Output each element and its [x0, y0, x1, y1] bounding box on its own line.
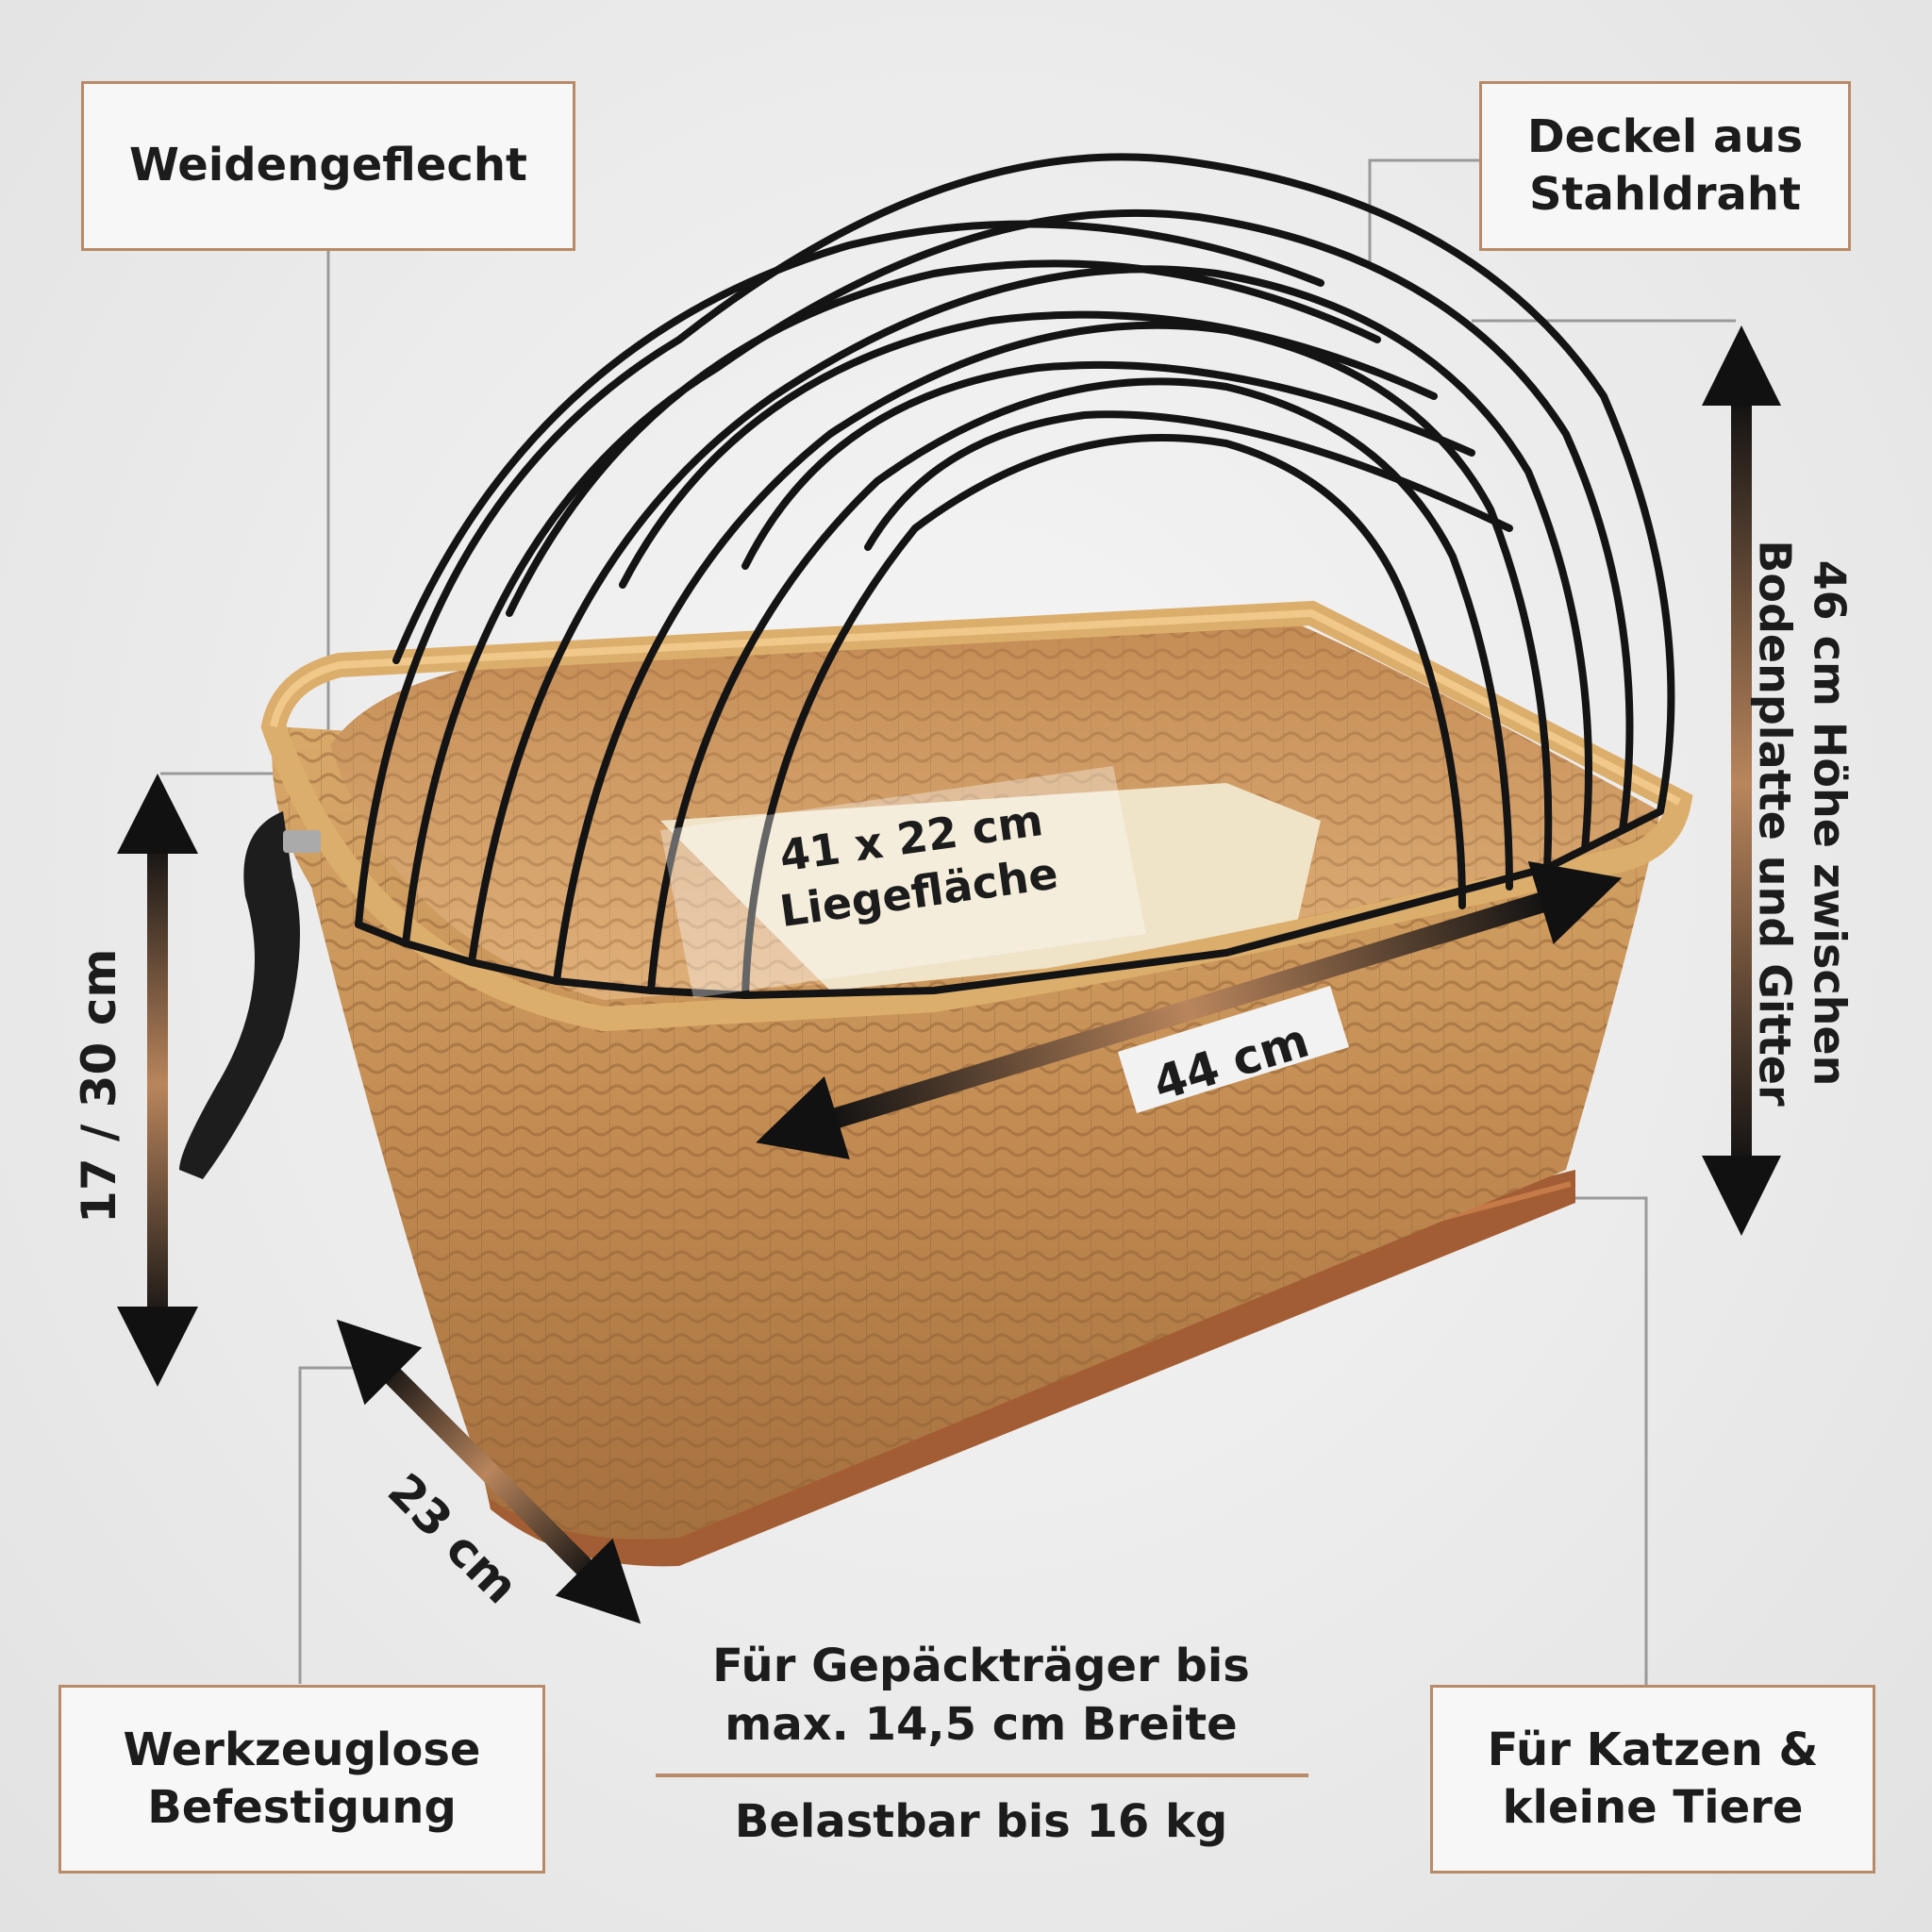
cushion [660, 783, 1321, 991]
gepaecktraeger-text: Für Gepäckträger bis max. 14,5 cm Breite [712, 1640, 1250, 1752]
label-weidengeflecht: Weidengeflecht [81, 81, 575, 251]
label-werkzeuglose-befestigung: Werkzeuglose Befestigung [58, 1685, 545, 1874]
wire-lid [355, 153, 1675, 1000]
leather-strap [179, 811, 300, 1179]
footer-divider [656, 1774, 1308, 1777]
arrow-length [756, 860, 1623, 1159]
label-katzen-tiere: Für Katzen & kleine Tiere [1430, 1685, 1875, 1874]
belastbar-text: Belastbar bis 16 kg [734, 1795, 1228, 1848]
arrow-height-left [117, 774, 198, 1387]
arrow-height-right [1702, 325, 1781, 1236]
height-side-label: 17 / 30 cm [71, 948, 126, 1224]
arrow-depth [336, 1319, 641, 1624]
label-deckel-stahldraht: Deckel aus Stahldraht [1479, 81, 1851, 251]
height-grid-label: 46 cm Höhe zwischen Bodenplatte und Gitt… [1750, 540, 1856, 1107]
